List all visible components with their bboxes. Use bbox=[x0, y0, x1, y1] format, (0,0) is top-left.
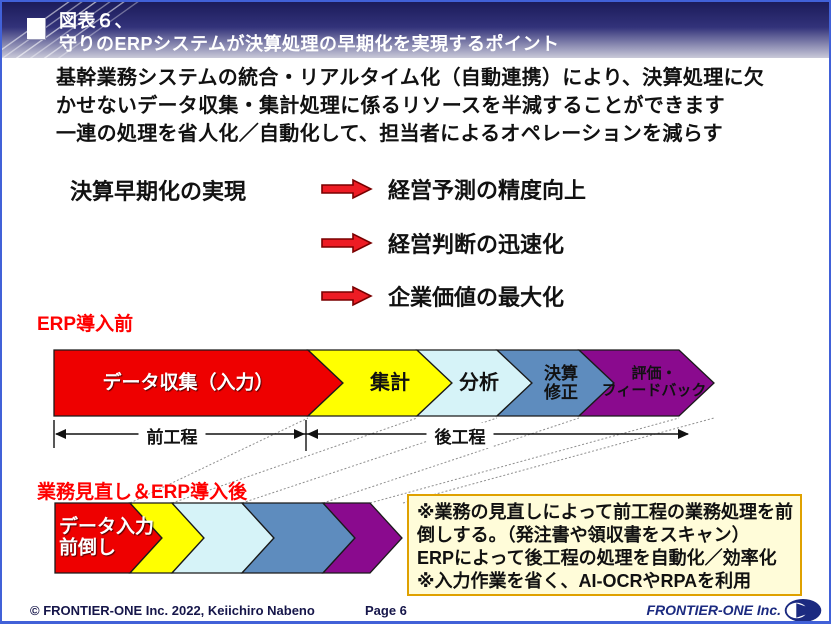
slide-title-line2: 守りのERPシステムが決算処理の早期化を実現するポイント bbox=[59, 34, 560, 54]
note-line: ※業務の見直しによって前工程の業務処理を前 bbox=[417, 502, 794, 522]
after-flow-chevrons bbox=[54, 502, 403, 574]
flow-segment-label: データ収集（入力） bbox=[102, 372, 274, 394]
footer-copyright: © FRONTIER-ONE Inc. 2022, Keiichiro Nabe… bbox=[30, 603, 315, 618]
slide-header: 図表６、 守りのERPシステムが決算処理の早期化を実現するポイント bbox=[2, 2, 829, 58]
intro-line: 一連の処理を省人化／自動化して、担当者によるオペレーションを減らす bbox=[56, 123, 723, 145]
before-flow-label: ERP導入前 bbox=[37, 314, 134, 335]
connector-line bbox=[322, 417, 580, 504]
flow-segment-label: 評価・フィードバック bbox=[601, 365, 707, 399]
connector-line bbox=[402, 417, 715, 504]
header-streaks-decoration bbox=[2, 2, 139, 58]
back-process-label: 後工程 bbox=[426, 423, 494, 448]
slide-title-line1: 図表６、 bbox=[59, 11, 133, 31]
note-box: ※業務の見直しによって前工程の業務処理を前 倒しする。（発注書や領収書をスキャン… bbox=[407, 494, 802, 596]
footer-page-number: Page 6 bbox=[365, 603, 407, 618]
note-line: ※入力作業を省く、AI-OCRやRPAを利用 bbox=[417, 571, 752, 591]
after-flow-label: 業務見直し＆ERP導入後 bbox=[37, 482, 248, 503]
stage-connector-lines bbox=[129, 417, 715, 504]
intro-line: かせないデータ収集・集計処理に係るリソースを半減することができます bbox=[56, 95, 725, 117]
right-arrow-icon bbox=[321, 178, 373, 200]
flow-segment-label: 集計 bbox=[370, 371, 410, 394]
before-flow-diagram: データ収集（入力） 集計 分析 決算修正評価・フィードバック bbox=[2, 349, 829, 417]
connector-line bbox=[369, 417, 680, 504]
front-process-label: 前工程 bbox=[138, 423, 206, 448]
outcome-row: 企業価値の最大化 bbox=[320, 283, 565, 310]
connector-line bbox=[171, 417, 418, 504]
flow-segment-label: データ入力前倒し bbox=[59, 516, 155, 559]
intro-line: 基幹業務システムの統合・リアルタイム化（自動連携）により、決算処理に欠 bbox=[56, 67, 765, 89]
process-dimension-line bbox=[53, 420, 689, 451]
outcome-lead-label: 決算早期化の実現 bbox=[70, 179, 247, 204]
flow-segment-label: 決算修正 bbox=[544, 363, 578, 402]
title-bullet-cube bbox=[27, 18, 45, 39]
note-line: 倒しする。（発注書や領収書をスキャン） bbox=[417, 525, 750, 545]
outcome-label: 企業価値の最大化 bbox=[388, 285, 565, 310]
intro-paragraph: 基幹業務システムの統合・リアルタイム化（自動連携）により、決算処理に欠 かせない… bbox=[56, 64, 764, 148]
right-arrow-icon bbox=[321, 232, 373, 254]
outcome-label: 経営予測の精度向上 bbox=[388, 178, 587, 203]
flow-segment-evaluation bbox=[577, 349, 715, 417]
after-flow-diagram: データ入力前倒し bbox=[2, 502, 829, 574]
connector-line bbox=[241, 417, 498, 504]
before-flow-chevrons bbox=[53, 349, 715, 417]
note-line: ERPによって後工程の処理を自動化／効率化 bbox=[417, 548, 777, 568]
outcome-row: 経営予測の精度向上 bbox=[320, 176, 587, 203]
flow-segment-evaluation bbox=[321, 502, 403, 574]
connector-line bbox=[129, 417, 309, 504]
flow-segment-label: 分析 bbox=[459, 371, 499, 394]
right-arrow-icon bbox=[321, 285, 373, 307]
brand-name: FRONTIER-ONE Inc. bbox=[646, 602, 781, 618]
frontier-one-logo-icon bbox=[784, 598, 822, 621]
outcome-row: 経営判断の迅速化 bbox=[320, 230, 565, 257]
outcome-label: 経営判断の迅速化 bbox=[388, 232, 565, 257]
